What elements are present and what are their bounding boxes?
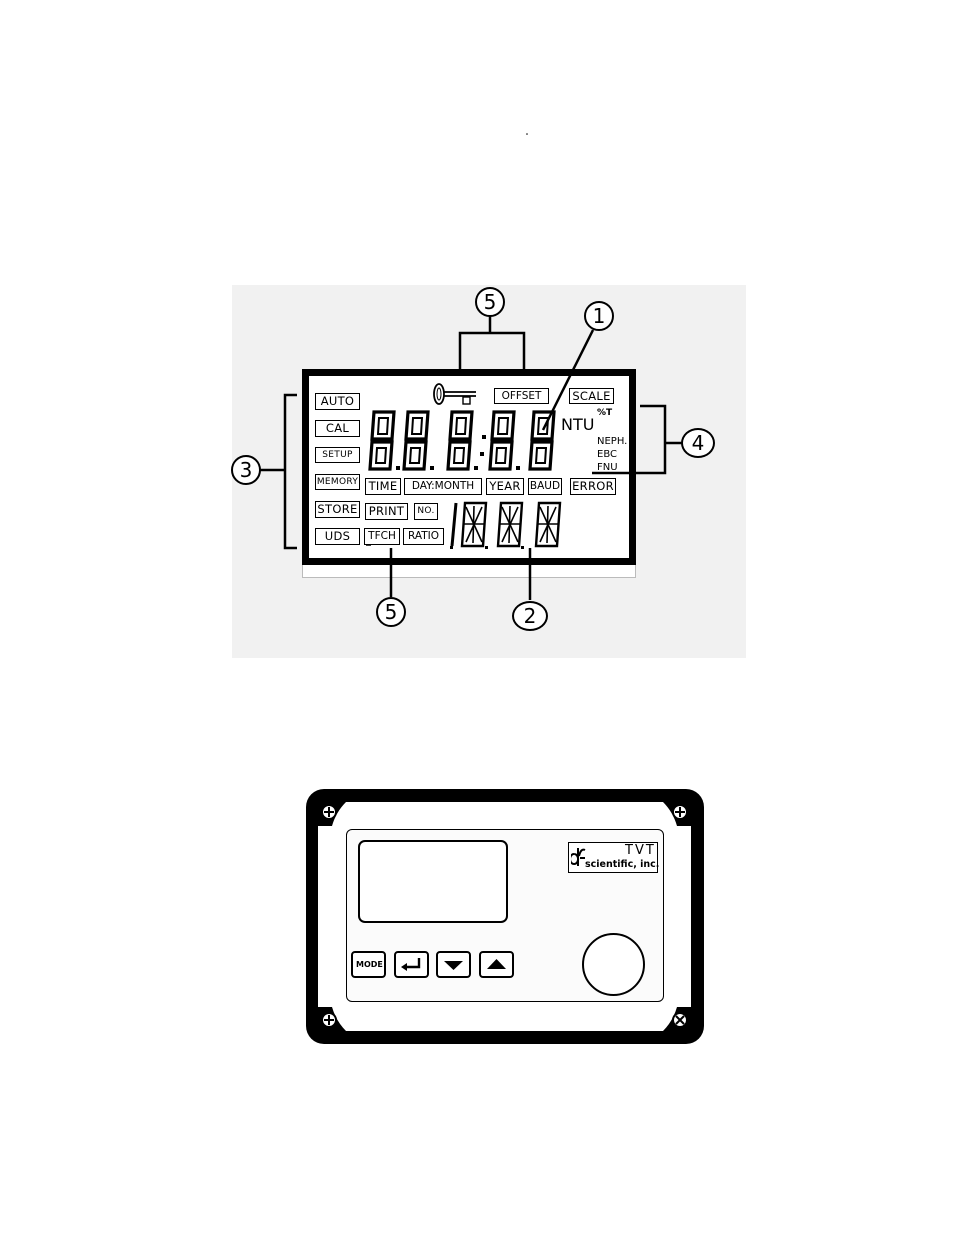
screw-plus-icon xyxy=(322,1013,336,1027)
enter-icon xyxy=(396,953,427,976)
screw-plus-icon xyxy=(322,805,336,819)
round-port xyxy=(582,933,645,996)
screw-cross-icon xyxy=(673,1013,687,1027)
logo-company: scientific, inc. xyxy=(585,860,659,870)
screw-plus-icon xyxy=(673,805,687,819)
brand-logo: TVT scientific, inc. xyxy=(568,842,658,873)
up-arrow-icon xyxy=(481,953,512,976)
up-button[interactable] xyxy=(479,951,514,978)
enter-button[interactable] xyxy=(394,951,429,978)
logo-name: TVT xyxy=(625,844,656,857)
down-button[interactable] xyxy=(436,951,471,978)
mode-button[interactable]: MODE xyxy=(351,951,386,978)
down-arrow-icon xyxy=(438,953,469,976)
mode-button-label: MODE xyxy=(356,961,383,969)
display-window xyxy=(358,840,508,923)
